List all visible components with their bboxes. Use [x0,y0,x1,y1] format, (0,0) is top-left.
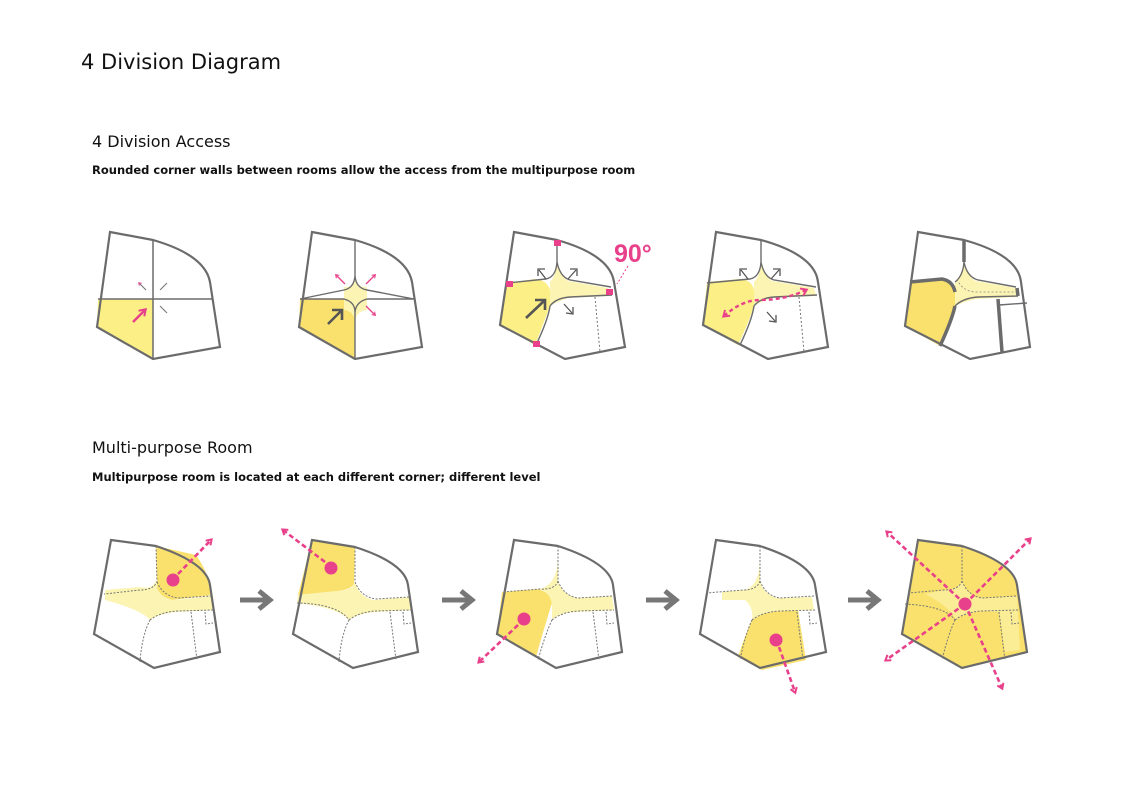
door-marker [533,341,540,347]
multipurpose-plan-combined [883,530,1032,691]
step-arrow-4 [848,589,882,611]
direction-arrow [159,282,168,291]
outward-arrow [280,528,326,564]
step-arrow-1 [240,589,274,611]
multipurpose-marker [324,561,338,575]
arrow-head [739,268,747,276]
direction-arrow [334,273,346,285]
interior-walls [103,545,214,663]
door-marker [606,289,613,295]
access-diagram-5 [903,230,1032,361]
corridor-highlight [925,580,1020,652]
direction-arrow [159,305,168,314]
direction-arrow [365,273,377,285]
access-arrow [132,308,147,323]
section-description-access: Rounded corner walls between rooms allow… [92,163,636,177]
multipurpose-plan-1 [92,538,222,670]
page-title: 4 Division Diagram [81,50,282,74]
outer-wall [92,538,222,670]
hidden-wall [594,296,601,353]
outer-wall [900,538,1029,670]
access-arrow [327,309,343,325]
direction-arrow [567,269,577,280]
outer-wall [701,230,830,361]
multipurpose-plan-3 [477,538,624,670]
small-room [1010,611,1020,625]
arrow-head [768,315,777,323]
multipurpose-marker [517,612,531,626]
outward-arrow [477,624,519,664]
outward-arrow [885,530,966,605]
direction-arrow [138,282,147,291]
access-diagram-3: 90° [498,230,652,361]
arrow-head [565,307,574,315]
interior-walls [502,546,615,661]
rounded-wall [954,261,1019,307]
outer-wall [95,230,222,361]
room-highlight [500,279,550,345]
multipurpose-marker [769,633,783,647]
section-heading-access: 4 Division Access [92,132,231,151]
wall-divider [998,302,1028,306]
access-arrow-head [332,308,344,320]
interior-walls [296,547,412,663]
outward-arrow [963,603,1005,691]
door-marker [554,240,561,246]
door-marker [506,281,513,287]
rounded-wall [506,241,613,346]
arrow-head [773,268,781,276]
direction-arrow [563,303,573,314]
access-diagram-4 [701,230,830,361]
rounded-wall [299,241,415,358]
rounded-wall [706,241,818,346]
small-room [605,611,615,625]
direction-arrow [770,269,780,280]
outward-arrow [964,537,1032,605]
corridor-highlight [550,262,610,306]
arrow-head [537,268,545,276]
angle-annotation: 90° [614,240,652,268]
interior-walls [705,546,817,661]
multipurpose-plan-4 [698,538,828,695]
section-description-multipurpose: Multipurpose room is located at each dif… [92,470,541,484]
multipurpose-room [156,546,212,600]
arrow-head [570,268,578,276]
small-room [204,611,214,625]
access-diagram-2 [297,230,424,361]
corridor-highlight [105,580,214,620]
multipurpose-plan-2 [280,528,420,670]
access-diagram-1 [95,230,222,361]
outward-arrow [883,602,966,662]
multipurpose-marker [166,573,180,587]
direction-arrow [538,269,547,280]
corridor-highlight [540,560,614,620]
step-arrow-3 [646,589,680,611]
room-highlight [97,299,153,359]
section-heading-multipurpose: Multi-purpose Room [92,438,253,457]
outer-wall [291,538,420,670]
room-highlight [905,279,955,346]
room-highlight [703,279,754,345]
outer-wall [498,230,627,361]
outer-wall [698,538,828,670]
corridor-highlight [722,560,814,620]
corridor-dashed [956,278,1014,293]
direction-arrow [766,311,776,322]
outer-wall [495,538,624,670]
step-arrow-2 [442,589,476,611]
direction-arrow [365,305,377,317]
leader-line [616,265,629,285]
small-room [808,611,818,625]
corridor-highlight [955,262,1018,306]
access-arrow [525,299,546,319]
direction-arrow [740,269,749,280]
hidden-wall [798,296,805,353]
outer-wall [903,230,1032,361]
access-arrow-head [535,298,547,310]
small-room [402,611,412,625]
thick-wall [909,241,1020,353]
outer-wall [297,230,424,361]
